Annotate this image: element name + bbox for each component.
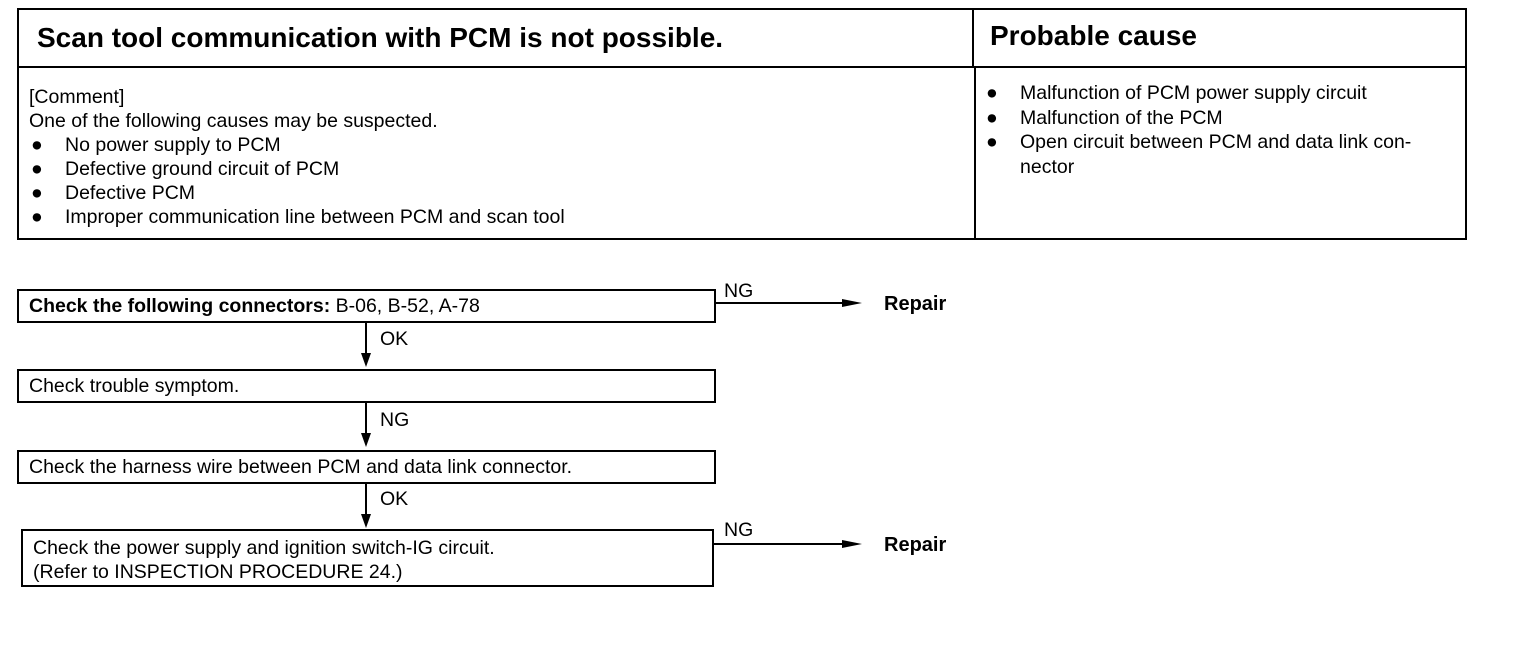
flow-label-ok: OK: [380, 488, 409, 510]
comment-list-item: ●Improper communication line between PCM…: [31, 206, 565, 228]
comment-list-item: ●Defective PCM: [31, 182, 196, 204]
flow-result-repair: Repair: [884, 293, 947, 315]
arrow-right-icon: [842, 299, 862, 307]
flow-step-check-symptom: Check trouble symptom.: [17, 369, 716, 403]
flow-step-check-power-supply: Check the power supply and ignition swit…: [21, 529, 714, 587]
symptom-title: Scan tool communication with PCM is not …: [19, 10, 974, 66]
bullet-icon: ●: [986, 106, 998, 129]
cause-list-item: ●Malfunction of the PCM: [986, 106, 1223, 129]
bullet-icon: ●: [31, 182, 43, 204]
flow-arrow-down: [365, 323, 367, 355]
flow-label-ng: NG: [380, 409, 410, 431]
symptom-table: Scan tool communication with PCM is not …: [17, 8, 1467, 240]
flow-arrow-to-repair: [716, 302, 842, 304]
comment-list-item: ●No power supply to PCM: [31, 134, 281, 156]
cause-list-item: ●Open circuit between PCM and data link …: [986, 131, 1412, 178]
flow-arrow-down: [365, 484, 367, 516]
probable-cause-cell: ●Malfunction of PCM power supply circuit…: [984, 81, 1464, 179]
table-divider-horizontal: [19, 66, 1465, 68]
arrow-down-icon: [361, 353, 371, 367]
comment-intro: One of the following causes may be suspe…: [29, 110, 438, 132]
bullet-icon: ●: [31, 134, 43, 156]
flow-arrow-to-repair: [714, 543, 842, 545]
arrow-right-icon: [842, 540, 862, 548]
bullet-icon: ●: [31, 206, 43, 228]
flow-arrow-down: [365, 403, 367, 435]
flow-label-ng: NG: [724, 280, 754, 302]
probable-cause-heading: Probable cause: [990, 20, 1197, 51]
flow-step-check-connectors: Check the following connectors: B-06, B-…: [17, 289, 716, 323]
arrow-down-icon: [361, 514, 371, 528]
comment-cell: [Comment] One of the following causes ma…: [29, 85, 959, 229]
bullet-icon: ●: [31, 158, 43, 180]
flow-label-ng: NG: [724, 519, 754, 541]
flow-label-ok: OK: [380, 328, 409, 350]
flow-result-repair: Repair: [884, 534, 947, 556]
table-divider-vertical: [974, 66, 976, 238]
arrow-down-icon: [361, 433, 371, 447]
cause-list-item: ●Malfunction of PCM power supply circuit: [986, 82, 1367, 104]
comment-heading: [Comment]: [29, 86, 125, 108]
flow-step-check-harness: Check the harness wire between PCM and d…: [17, 450, 716, 484]
comment-list-item: ●Defective ground circuit of PCM: [31, 158, 340, 180]
bullet-icon: ●: [986, 82, 998, 104]
bullet-icon: ●: [986, 131, 998, 153]
